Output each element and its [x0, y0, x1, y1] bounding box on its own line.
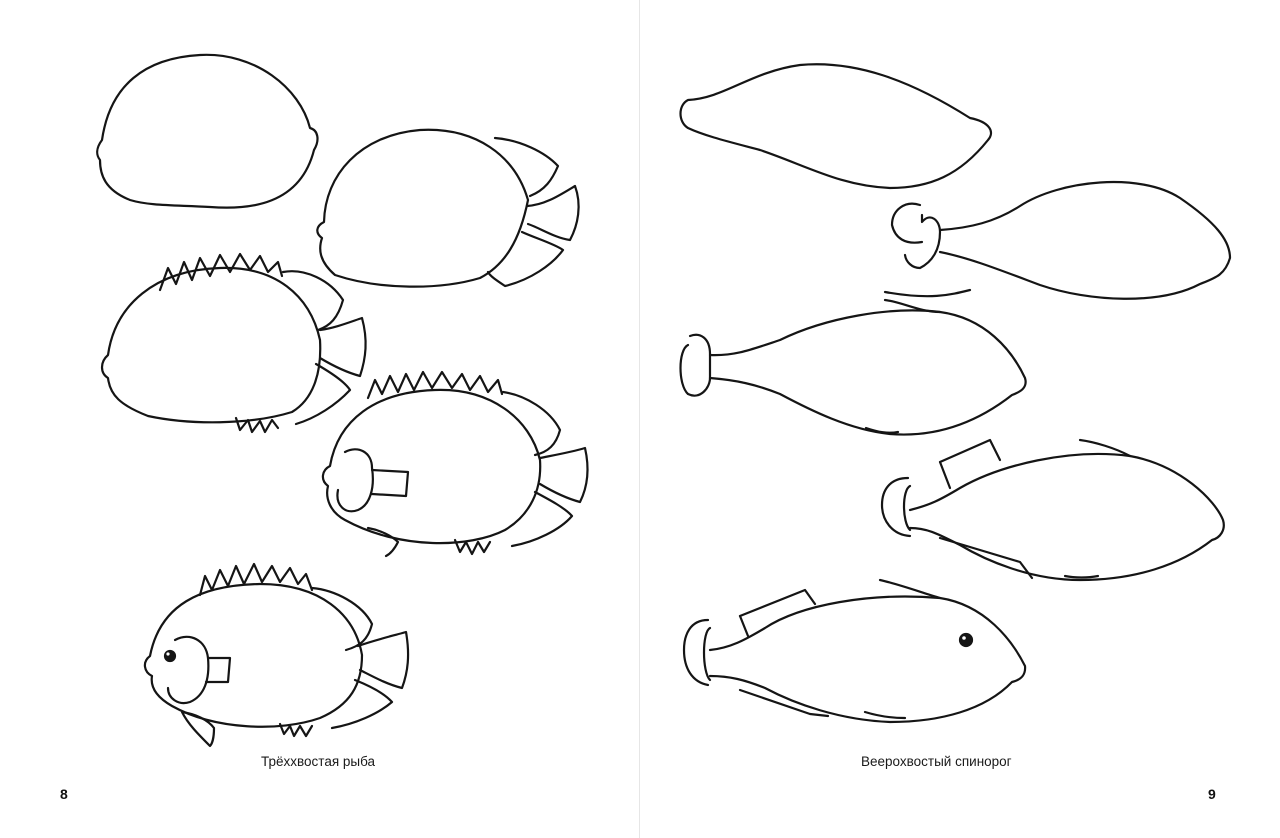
step-1-body-outline — [96, 53, 319, 209]
step-2-body-and-fins — [316, 128, 580, 288]
step-3-body-spines-fins — [100, 252, 367, 434]
step-5-finished-fish — [143, 562, 410, 748]
left-page-number: 8 — [60, 786, 68, 802]
step-4-head-and-gill — [321, 370, 589, 558]
right-page-number: 9 — [1208, 786, 1216, 802]
step-5-finished-triggerfish — [682, 578, 1027, 724]
left-caption: Трёххвостая рыба — [261, 754, 376, 769]
right-caption: Веерохвостый спинорог — [861, 754, 1012, 769]
step-3-dorsal-and-tail — [679, 288, 1027, 436]
right-page: Веерохвостый спинорог 9 — [640, 0, 1280, 838]
step-4-tail-and-fins — [880, 438, 1225, 582]
fan-tail-triggerfish-drawing-steps — [679, 63, 1232, 724]
step-2-body-with-tail-stub — [890, 180, 1232, 300]
left-page: Трёххвостая рыба 8 — [0, 0, 639, 838]
book-gutter — [639, 0, 640, 838]
three-tail-fish-drawing-steps — [96, 53, 589, 748]
step-1-spindle-body — [679, 63, 993, 190]
